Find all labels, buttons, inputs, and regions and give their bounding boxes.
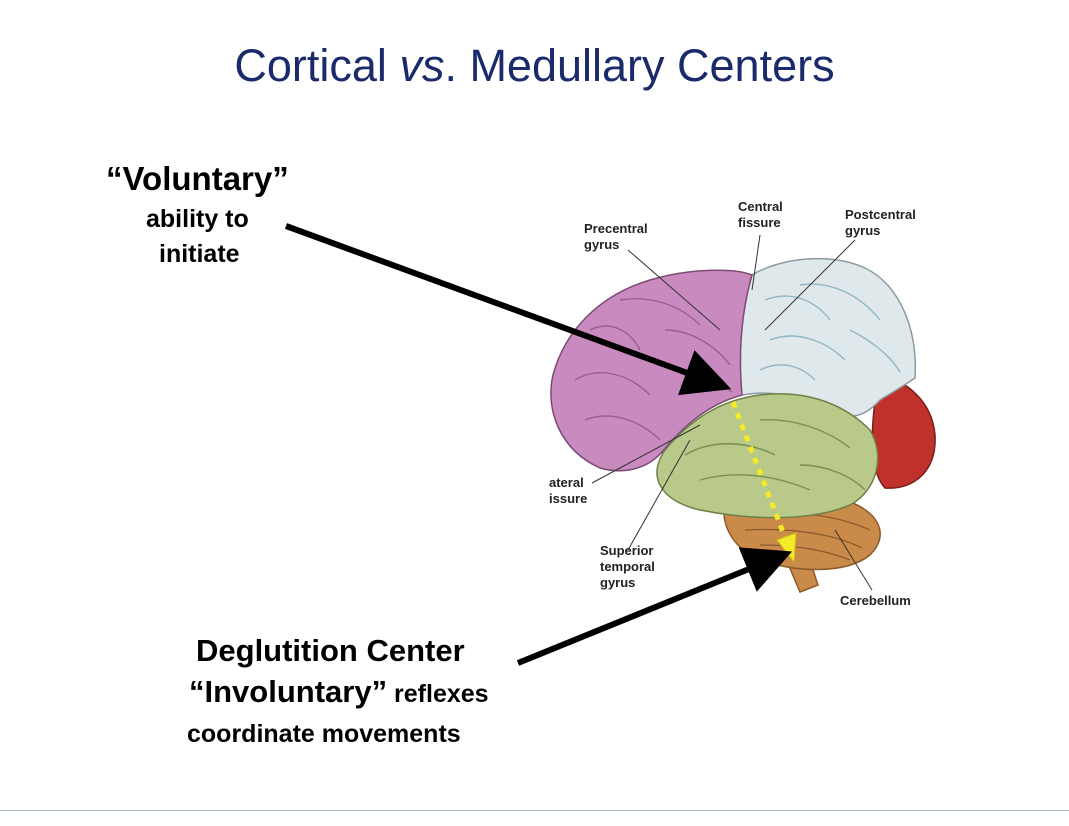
title-suffix: . Medullary Centers xyxy=(444,40,835,91)
label-precentral-line1: Precentral xyxy=(584,221,648,236)
label-lateral-line1: ateral xyxy=(549,475,584,490)
frontal-lobe xyxy=(550,269,753,472)
title-italic: vs xyxy=(399,40,445,91)
temporal-lobe xyxy=(656,393,879,519)
label-postcentral-gyrus: Postcentral gyrus xyxy=(845,207,916,239)
label-central-fissure: Central fissure xyxy=(738,199,783,231)
voluntary-line1: ability to xyxy=(146,205,249,233)
leader-superior-temporal xyxy=(627,439,691,551)
pathway-arrow xyxy=(730,401,789,541)
involuntary-arrow xyxy=(516,547,793,666)
coordinate-line: coordinate movements xyxy=(187,720,461,748)
voluntary-line2: initiate xyxy=(159,240,240,268)
voluntary-arrow xyxy=(284,223,732,396)
leader-lateral xyxy=(591,424,701,484)
involuntary-line: “Involuntary” reflexes xyxy=(189,674,489,710)
involuntary-bold: “Involuntary” xyxy=(189,674,388,709)
label-lateral-line2: issure xyxy=(549,491,588,506)
label-precentral-line2: gyrus xyxy=(584,237,620,252)
label-superior-line2: temporal xyxy=(600,559,655,574)
leader-precentral xyxy=(627,249,721,331)
slide-title: Cortical vs. Medullary Centers xyxy=(0,40,1069,92)
label-superior-line3: gyrus xyxy=(600,575,636,590)
leader-central xyxy=(751,234,761,291)
deglutition-heading: Deglutition Center xyxy=(196,633,465,668)
label-lateral-fissure: ateral issure xyxy=(549,475,587,507)
label-postcentral-line1: Postcentral xyxy=(845,207,916,222)
voluntary-heading: “Voluntary” xyxy=(106,160,289,197)
label-precentral-gyrus: Precentral gyrus xyxy=(584,221,648,253)
label-cerebellum: Cerebellum xyxy=(840,593,911,608)
label-central-line2: fissure xyxy=(738,215,781,230)
label-postcentral-line2: gyrus xyxy=(845,223,881,238)
leader-postcentral xyxy=(764,239,856,331)
label-superior-line1: Superior xyxy=(600,543,654,558)
label-superior-temporal-gyrus: Superior temporal gyrus xyxy=(600,543,655,591)
parietal-lobe xyxy=(735,257,917,418)
footer-divider xyxy=(0,810,1069,811)
label-central-line1: Central xyxy=(738,199,783,214)
title-prefix: Cortical xyxy=(234,40,400,91)
leader-cerebellum xyxy=(834,529,873,591)
involuntary-rest: reflexes xyxy=(387,680,489,708)
